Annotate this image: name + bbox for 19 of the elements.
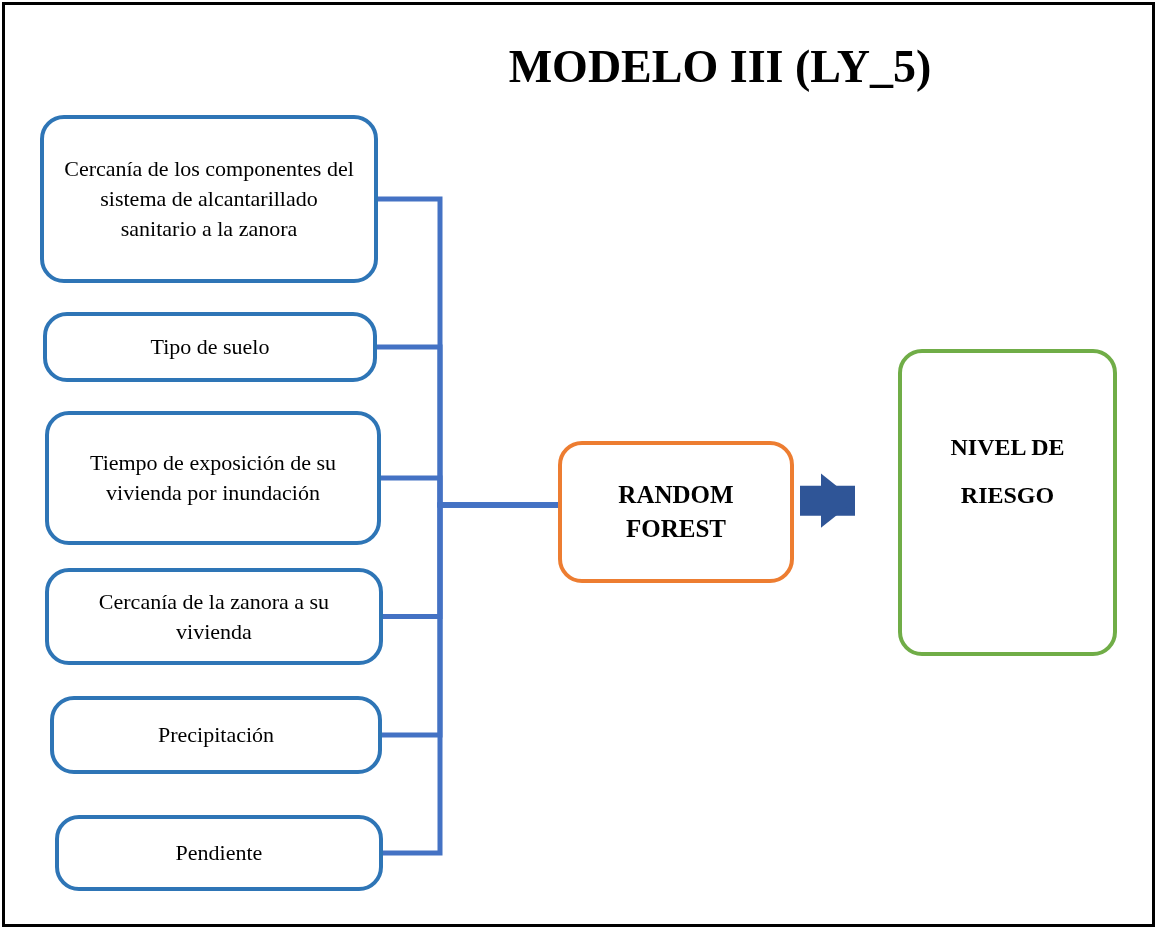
input-box	[40, 115, 378, 283]
input-box	[45, 411, 381, 545]
block-arrow	[800, 473, 855, 528]
node-text: Precipitación	[157, 721, 275, 750]
model-box	[558, 441, 794, 583]
input-box	[55, 815, 383, 891]
node-text: Tipo de suelo	[150, 333, 270, 362]
node-text: Cercanía de la zanora a su vivienda	[97, 587, 331, 646]
input-box	[45, 568, 383, 665]
diagram-title: MODELO III (LY_5)	[507, 40, 933, 93]
node-text: Pendiente	[175, 839, 263, 868]
node-text: Cercanía de los componentes del sistema de alcantarillado sanitario a la zanora	[63, 155, 355, 243]
output-box	[898, 349, 1117, 656]
input-box	[43, 312, 377, 382]
node-text: NIVEL DE RIESGO	[949, 433, 1066, 510]
node-text: Tiempo de exposición de su vivienda por inundación	[88, 449, 338, 507]
connector-line	[383, 502, 558, 856]
input-box	[50, 696, 382, 774]
node-text: RANDOM FOREST	[617, 480, 735, 544]
